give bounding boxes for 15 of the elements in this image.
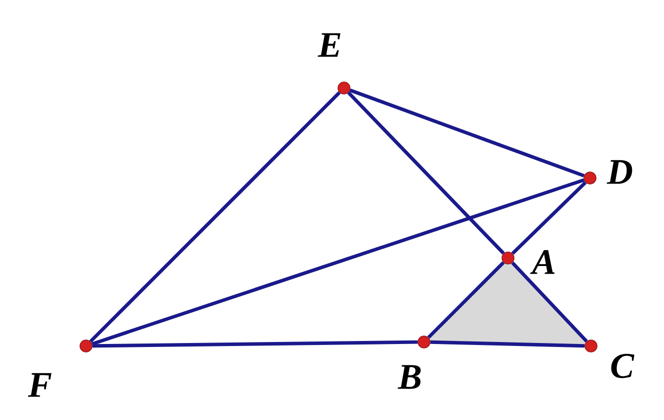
- line-segment: [427, 261, 505, 339]
- line-segment: [511, 261, 588, 343]
- point-label: B: [398, 365, 421, 389]
- line-segment: [511, 181, 587, 255]
- point-label: E: [318, 33, 340, 57]
- point-label: D: [606, 160, 632, 184]
- point-label: A: [530, 250, 555, 274]
- line-segment: [349, 88, 585, 178]
- point-label: F: [28, 373, 52, 397]
- line-segment: [92, 340, 418, 348]
- point-label: C: [611, 354, 634, 378]
- line-segment: [347, 91, 505, 255]
- line-segment: [430, 340, 585, 348]
- line-segment: [92, 178, 584, 346]
- line-segment: [89, 91, 341, 343]
